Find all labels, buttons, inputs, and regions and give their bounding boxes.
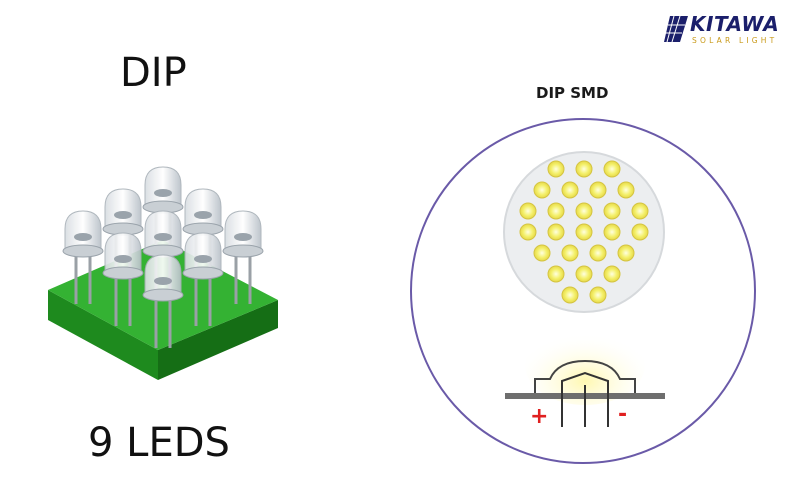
dip-led (102, 232, 144, 326)
smd-title: DIP SMD (536, 84, 609, 102)
dip-led-module (48, 166, 278, 380)
smd-chip (589, 286, 607, 304)
smd-chip (533, 181, 551, 199)
smd-chip (519, 202, 537, 220)
smd-chip (575, 223, 593, 241)
smd-chip (603, 223, 621, 241)
smd-circle-frame (410, 118, 756, 464)
smd-chip (547, 160, 565, 178)
smd-chip (575, 160, 593, 178)
smd-chip (631, 223, 649, 241)
smd-chip (617, 181, 635, 199)
logo-tagline: SOLAR LIGHT (692, 36, 778, 45)
smd-chip (519, 223, 537, 241)
smd-chip (561, 181, 579, 199)
smd-chip (603, 265, 621, 283)
smd-led-panel (503, 151, 665, 313)
dip-led (142, 254, 184, 348)
smd-chip (589, 244, 607, 262)
solar-panel-icon (664, 15, 688, 43)
smd-chip (547, 202, 565, 220)
dip-title: DIP (120, 50, 187, 96)
logo-brand: KITAWA (690, 12, 780, 36)
pcb-board-side-left (48, 290, 158, 380)
smd-chip-wire (561, 371, 609, 393)
smd-chip (575, 265, 593, 283)
smd-chip (533, 244, 551, 262)
smd-chip (603, 160, 621, 178)
smd-chips (519, 160, 649, 304)
dip-leds (62, 166, 264, 348)
smd-chip (617, 244, 635, 262)
dip-led (222, 210, 264, 304)
dip-led (62, 210, 104, 304)
smd-chip (547, 223, 565, 241)
smd-chip (547, 265, 565, 283)
smd-chip (631, 202, 649, 220)
dip-led (182, 232, 224, 326)
smd-chip (561, 244, 579, 262)
light-glow (525, 335, 645, 405)
smd-side-view: + - (505, 335, 665, 429)
smd-chip (575, 202, 593, 220)
smd-lens (534, 359, 636, 393)
polarity-plus: + (530, 404, 548, 429)
smd-chip (603, 202, 621, 220)
smd-chip (561, 286, 579, 304)
led-count-caption: 9 LEDS (88, 420, 230, 466)
smd-chip (589, 181, 607, 199)
polarity-minus: - (618, 402, 627, 427)
kitawa-logo: KITAWA SOLAR LIGHT (664, 10, 792, 48)
pcb-board-side-right (158, 300, 278, 380)
